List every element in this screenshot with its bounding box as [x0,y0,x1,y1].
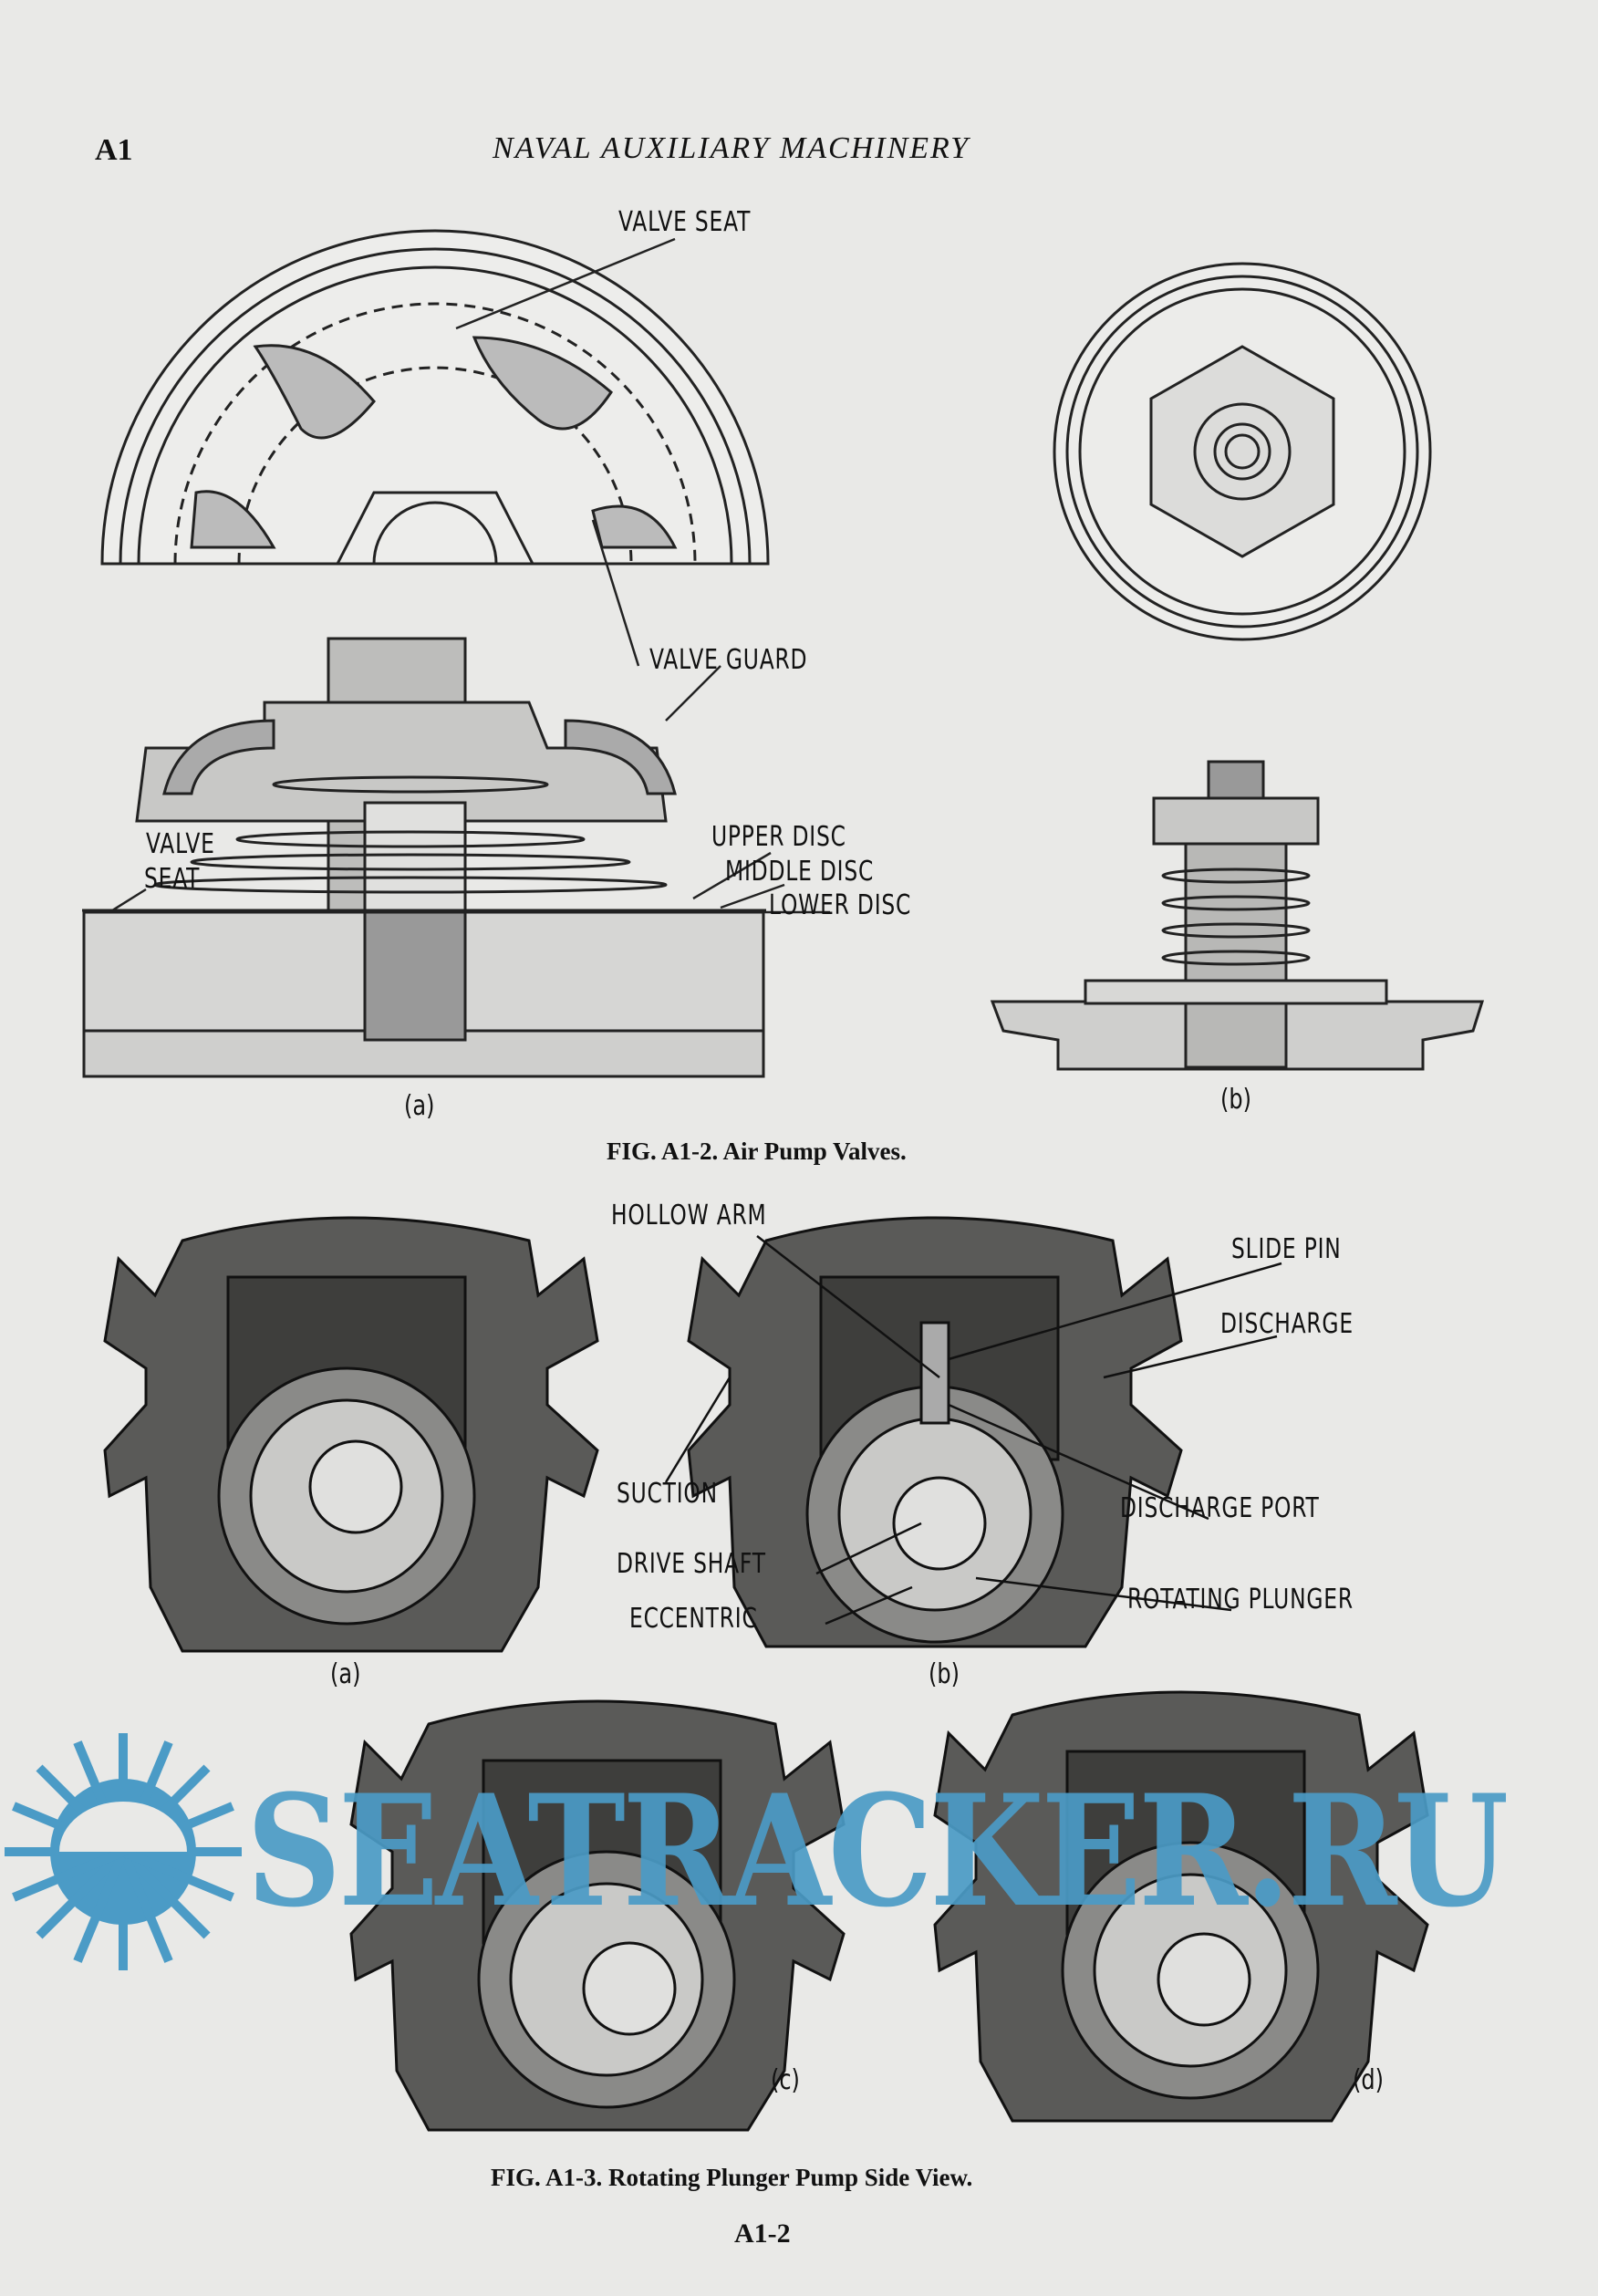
label-valve-seat: VALVE SEAT [618,206,752,238]
watermark-text: SEATRACKER.RU [246,1761,1509,1941]
subfigure-label-a: (a) [404,1090,435,1122]
pump-b [687,1216,1183,1648]
subfigure-label-b: (b) [929,1658,960,1690]
valve-plan-circle [1053,262,1432,641]
label-eccentric: ECCENTRIC [629,1603,758,1635]
figure-caption-a1-2: FIG. A1-2. Air Pump Valves. [607,1138,907,1165]
leader-lines [109,237,830,914]
label-suction: SUCTION [617,1478,718,1510]
page-number: A1 [95,133,133,167]
subfigure-label-d: (d) [1353,2064,1384,2096]
label-valve-guard: VALVE GUARD [649,644,808,676]
label-valve-seat-left-1: VALVE [146,828,215,860]
label-discharge-port: DISCHARGE PORT [1120,1492,1320,1524]
label-hollow-arm: HOLLOW ARM [611,1200,767,1231]
valve-plan-half-view [100,229,770,566]
label-lower-disc: LOWER DISC [769,889,912,921]
running-title: NAVAL AUXILIARY MACHINERY [493,131,970,165]
pump-c [349,1699,846,2132]
label-middle-disc: MIDDLE DISC [725,856,875,888]
label-drive-shaft: DRIVE SHAFT [617,1548,766,1580]
label-valve-seat-left-2: SEAT [144,863,201,895]
subfigure-label-c: (c) [771,2064,800,2096]
valve-a-section [82,637,766,1078]
label-discharge: DISCHARGE [1220,1308,1354,1340]
valve-b-section [990,760,1485,1071]
figure-caption-a1-3: FIG. A1-3. Rotating Plunger Pump Side Vi… [491,2164,973,2191]
label-rotating-plunger: ROTATING PLUNGER [1127,1584,1354,1616]
subfigure-label-a: (a) [330,1658,361,1690]
pump-a [103,1216,599,1653]
label-slide-pin: SLIDE PIN [1231,1233,1342,1265]
pump-d [933,1690,1429,2123]
page-folio: A1-2 [734,2218,791,2249]
subfigure-label-b: (b) [1220,1084,1251,1116]
pump-leader-lines [664,1235,1282,1626]
watermark-sun-logo [5,1733,242,1970]
label-upper-disc: UPPER DISC [711,821,846,853]
